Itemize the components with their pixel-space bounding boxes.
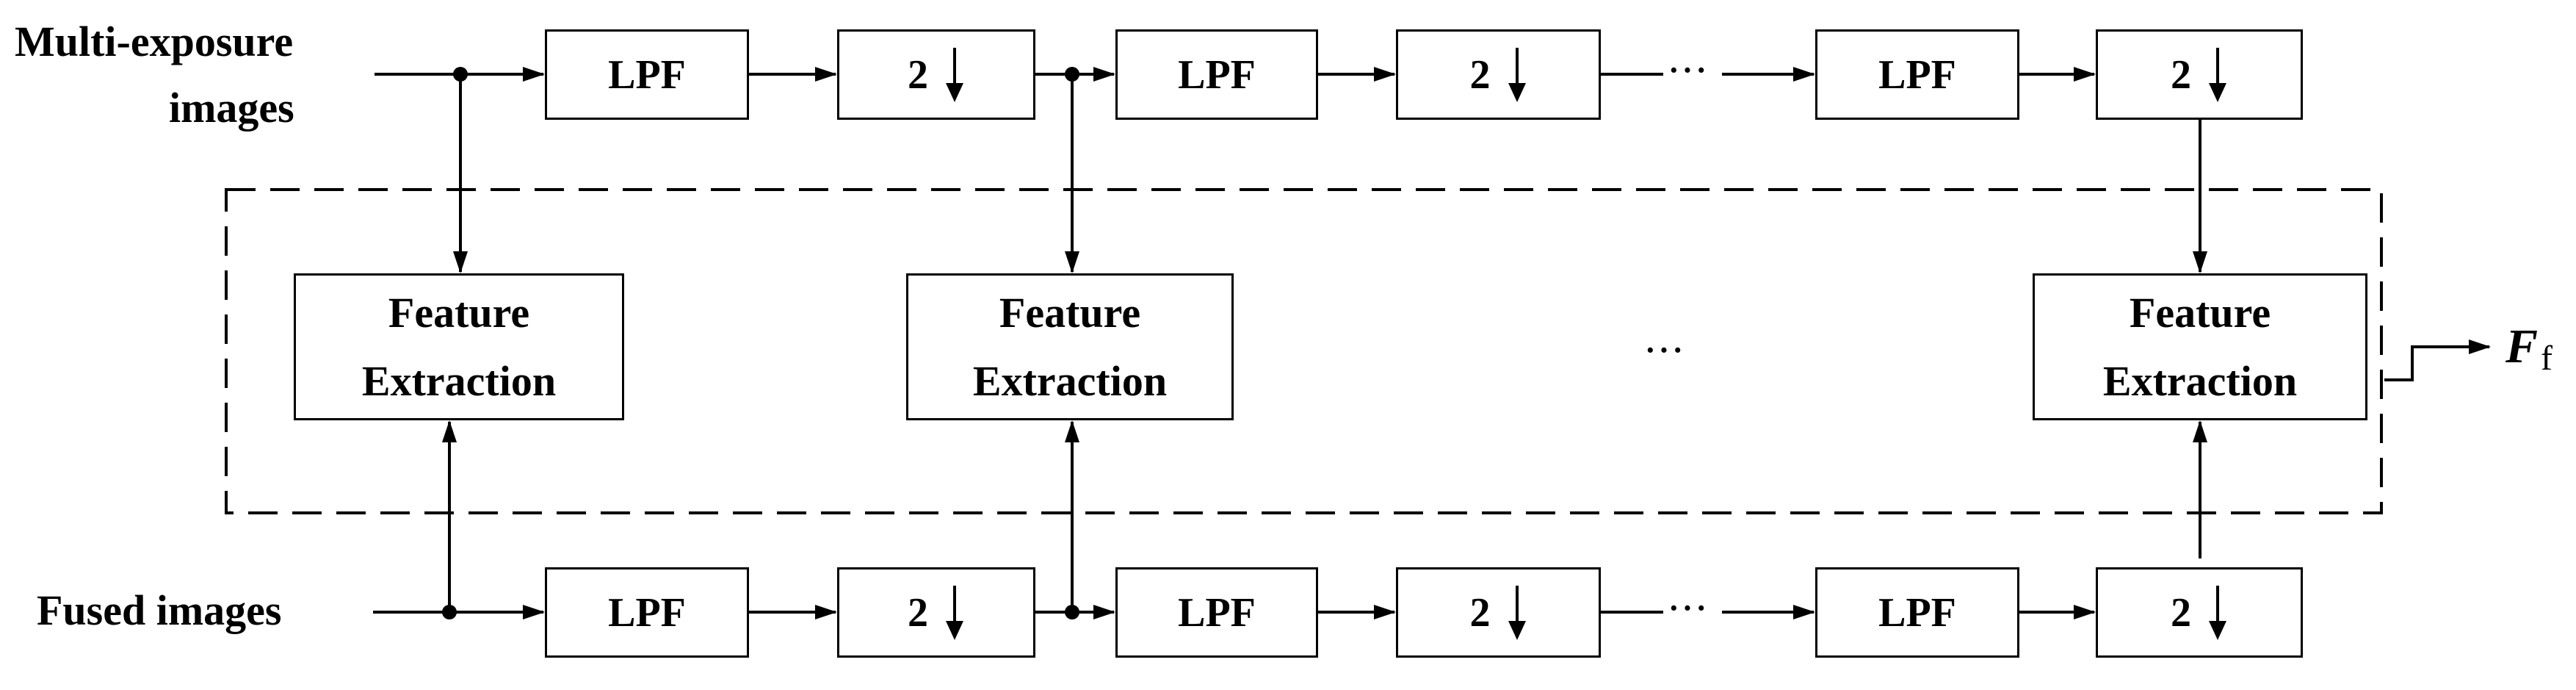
top-input-label-line2: images xyxy=(169,84,294,132)
top-input-label-line1: Multi-exposure xyxy=(15,18,294,65)
top-downsample-block-n: 2 xyxy=(2096,29,2303,120)
lpf-label: LPF xyxy=(1878,589,1956,636)
down-arrow-icon xyxy=(1508,47,1526,102)
down-arrow-icon xyxy=(2209,47,2226,102)
top-row-ellipsis: ··· xyxy=(1668,52,1710,88)
lpf-label: LPF xyxy=(608,51,686,98)
top-lpf-block-2: LPF xyxy=(1115,29,1318,120)
output-symbol: F xyxy=(2506,320,2539,373)
bottom-input-label: Fused images xyxy=(37,586,282,634)
down-arrow-icon xyxy=(2209,585,2226,640)
bottom-row-ellipsis: ··· xyxy=(1668,590,1710,626)
extraction-label: Extraction xyxy=(361,357,557,405)
lpf-label: LPF xyxy=(1178,589,1256,636)
downsample-factor: 2 xyxy=(908,589,928,636)
downsample-factor: 2 xyxy=(908,51,928,98)
downsample-factor: 2 xyxy=(2171,51,2191,98)
feature-label: Feature xyxy=(388,289,530,337)
top-downsample-block-1: 2 xyxy=(837,29,1035,120)
feature-label: Feature xyxy=(999,289,1141,337)
bottom-lpf-block-2: LPF xyxy=(1115,567,1318,658)
bottom-lpf-block-n: LPF xyxy=(1815,567,2019,658)
down-arrow-icon xyxy=(946,585,963,640)
down-arrow-icon xyxy=(946,47,963,102)
downsample-factor: 2 xyxy=(1469,589,1491,636)
bottom-downsample-block-1: 2 xyxy=(837,567,1035,658)
bottom-lpf-block-1: LPF xyxy=(545,567,749,658)
top-lpf-block-1: LPF xyxy=(545,29,749,120)
extraction-label: Extraction xyxy=(972,357,1168,405)
downsample-factor: 2 xyxy=(2171,589,2191,636)
feature-row-ellipsis: ··· xyxy=(1645,332,1687,368)
output-subscript: f xyxy=(2541,339,2553,378)
feature-label: Feature xyxy=(2129,289,2271,337)
lpf-label: LPF xyxy=(1878,51,1956,98)
top-downsample-block-2: 2 xyxy=(1396,29,1601,120)
down-arrow-icon xyxy=(1508,585,1526,640)
bottom-downsample-block-n: 2 xyxy=(2096,567,2303,658)
output-label: Ff xyxy=(2506,317,2553,388)
downsample-factor: 2 xyxy=(1469,51,1491,98)
extraction-label: Extraction xyxy=(2102,357,2298,405)
lpf-label: LPF xyxy=(608,589,686,636)
lpf-label: LPF xyxy=(1178,51,1256,98)
top-lpf-block-n: LPF xyxy=(1815,29,2019,120)
feature-extraction-region xyxy=(225,188,2383,514)
bottom-downsample-block-2: 2 xyxy=(1396,567,1601,658)
